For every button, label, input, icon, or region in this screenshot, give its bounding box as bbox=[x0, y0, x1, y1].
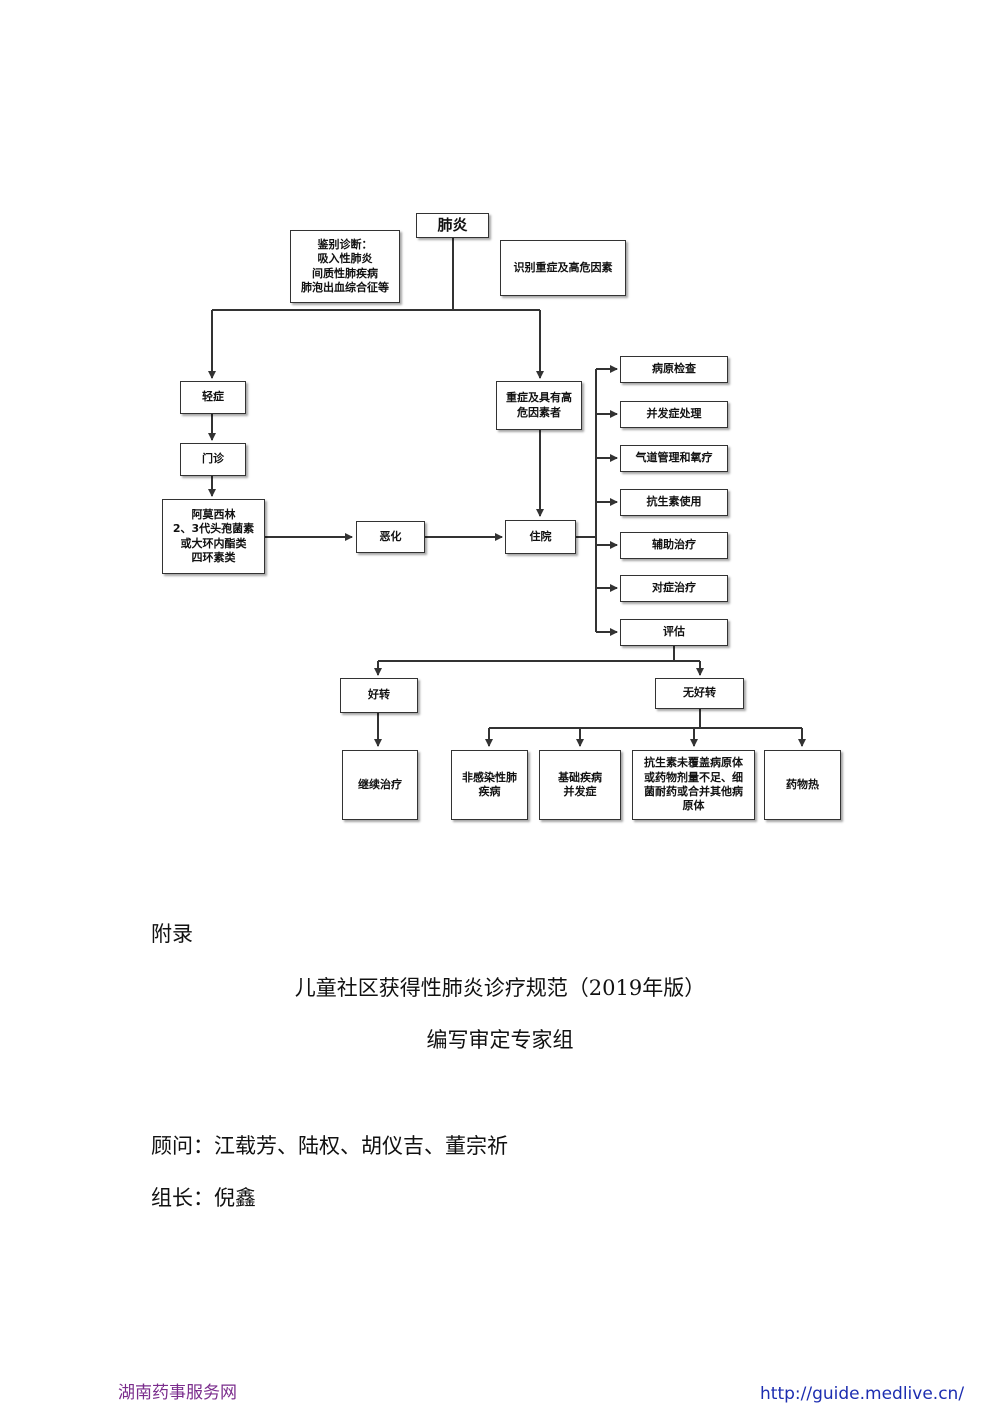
node-differential-diagnosis: 鉴别诊断： 吸入性肺炎 间质性肺疾病 肺泡出血综合征等 bbox=[290, 230, 400, 303]
node-hospital: 住院 bbox=[505, 520, 576, 554]
advisors-line: 顾问：江载芳、陆权、胡仪吉、董宗祈 bbox=[151, 1134, 508, 1158]
node-identify-risk: 识别重症及高危因素 bbox=[500, 240, 626, 296]
node-improve: 好转 bbox=[340, 678, 418, 713]
document-title: 儿童社区获得性肺炎诊疗规范（2019年版） bbox=[294, 976, 706, 1000]
node-noninfectious: 非感染性肺 疾病 bbox=[451, 750, 528, 820]
node-no-improve: 无好转 bbox=[655, 678, 744, 709]
node-complication: 并发症处理 bbox=[620, 401, 728, 428]
node-symptomatic: 对症治疗 bbox=[620, 575, 728, 602]
leader-line: 组长：倪鑫 bbox=[151, 1186, 256, 1210]
node-mild: 轻症 bbox=[180, 381, 246, 414]
node-drug-fever: 药物热 bbox=[764, 750, 841, 820]
node-outpatient: 门诊 bbox=[180, 443, 246, 476]
node-antibiotic-issue: 抗生素未覆盖病原体 或药物剂量不足、细 菌耐药或合并其他病 原体 bbox=[632, 750, 755, 820]
node-continue-treatment: 继续治疗 bbox=[342, 750, 418, 820]
node-evaluate: 评估 bbox=[620, 619, 728, 646]
flowchart-connectors bbox=[208, 238, 806, 747]
node-worsen: 恶化 bbox=[356, 521, 425, 553]
node-severe: 重症及具有高 危因素者 bbox=[496, 381, 582, 430]
footer-url-link[interactable]: http://guide.medlive.cn/ bbox=[760, 1384, 965, 1404]
appendix-label: 附录 bbox=[151, 922, 193, 946]
node-drugs: 阿莫西林 2、3代头孢菌素 或大环内酯类 四环素类 bbox=[162, 499, 265, 574]
node-airway-oxygen: 气道管理和氧疗 bbox=[620, 445, 728, 472]
expert-group-title: 编写审定专家组 bbox=[426, 1028, 574, 1052]
footer-site-name: 湖南药事服务网 bbox=[118, 1383, 237, 1403]
node-adjuvant: 辅助治疗 bbox=[620, 532, 728, 559]
node-underlying-disease: 基础疾病 并发症 bbox=[539, 750, 621, 820]
node-pneumonia: 肺炎 bbox=[416, 213, 489, 238]
node-antibiotics: 抗生素使用 bbox=[620, 489, 728, 516]
node-pathogen-test: 病原检查 bbox=[620, 356, 728, 383]
